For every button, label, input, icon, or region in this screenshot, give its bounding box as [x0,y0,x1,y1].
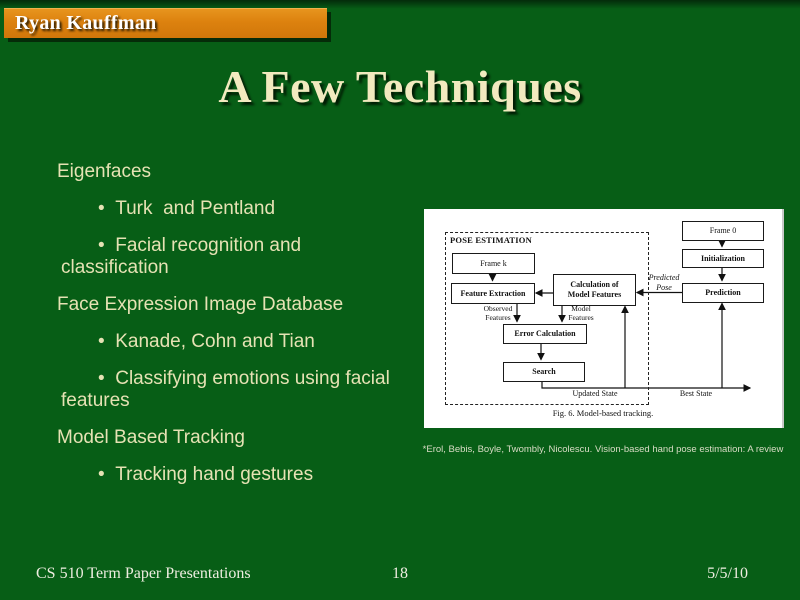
flowchart-box-feature-extraction: Feature Extraction [451,283,535,304]
slide-title: A Few Techniques [218,61,582,112]
list-item: Classifying emotions using facial featur… [61,368,409,412]
list-item: Face Expression Image Database [57,294,344,315]
figure-caption: Fig. 6. Model-based tracking. [552,408,654,418]
presenter-banner: Ryan Kauffman [4,8,327,38]
bullet-icon [98,198,115,219]
label-updated-state: Updated State [572,389,618,398]
list-item: Tracking hand gestures [61,464,409,486]
label-predicted-pose: Predicted Pose [648,273,680,292]
flowchart-box-search: Search [503,362,585,382]
pose-estimation-region [445,232,649,405]
list-item: Model Based Tracking [57,427,245,448]
label-observed-features: Observed Features [483,304,513,322]
flowchart-box-initialization: Initialization [682,249,764,268]
bullet-list: Eigenfaces Turk and Pentland Facial reco… [57,161,409,501]
slide-footer: CS 510 Term Paper Presentations 18 5/5/1… [0,565,800,589]
flowchart-arrows [488,239,752,392]
bullet-icon [98,464,115,485]
flowchart-box-frame-0: Frame 0 [682,221,764,241]
top-edge-shadow [0,0,800,9]
bullet-icon [98,368,115,389]
model-based-tracking-figure: POSE ESTIMATION Frame k Feature Extracti… [424,209,784,428]
footer-course-title: CS 510 Term Paper Presentations [36,565,251,582]
list-item: Facial recognition and classification [61,235,409,279]
slide-page-number: 18 [392,565,408,582]
flowchart-box-prediction: Prediction [682,283,764,303]
list-item: Eigenfaces [57,161,152,182]
citation-text: *Erol, Bebis, Boyle, Twombly, Nicolescu.… [422,444,784,455]
list-item: Kanade, Cohn and Tian [61,331,409,353]
flowchart-box-frame-k: Frame k [452,253,535,274]
flowchart-box-error-calculation: Error Calculation [503,324,587,344]
bullet-icon [98,331,115,352]
presenter-name: Ryan Kauffman [15,12,157,34]
flowchart-box-calculation-of-model-features: Calculation of Model Features [553,274,636,306]
label-model-features: Model Features [568,304,594,322]
bullet-icon [98,235,115,256]
label-best-state: Best State [679,389,713,398]
footer-date: 5/5/10 [707,565,748,582]
list-item: Turk and Pentland [61,198,409,220]
pose-estimation-label: POSE ESTIMATION [450,235,532,245]
